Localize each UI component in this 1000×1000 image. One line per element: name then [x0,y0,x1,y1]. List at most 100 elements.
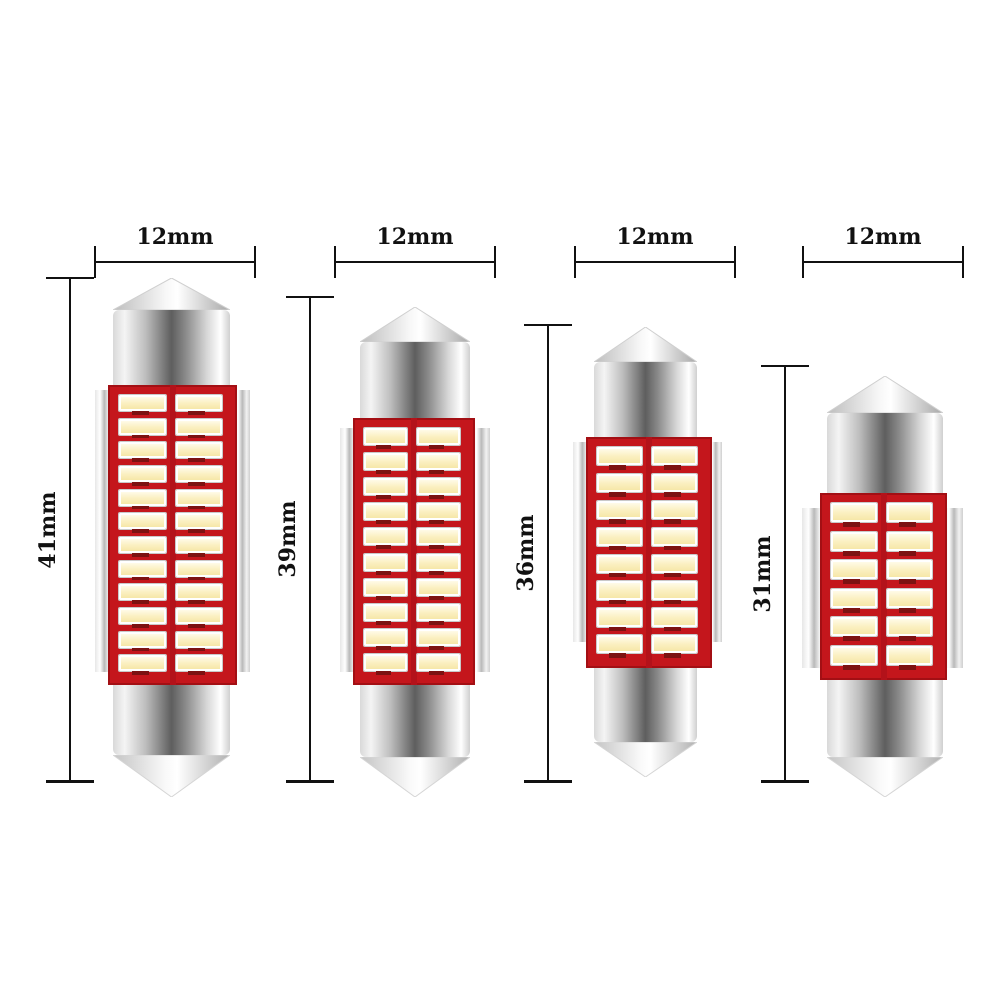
smd-led-chip [175,513,222,530]
bulb-top-tip-icon [112,277,231,311]
smd-led-chip [652,500,697,520]
bulb-bottom-tip-icon [825,756,945,798]
solder-pad [428,595,445,600]
smd-led-chip [119,466,166,483]
heatsink-fin-right [471,428,490,672]
smd-led-chip [417,428,460,446]
smd-led-chip [364,528,407,546]
solder-pad [898,550,916,556]
smd-led-chip [119,631,166,648]
width-label: 12mm [376,224,454,250]
solder-pad [131,647,149,652]
smd-led-chip [175,560,222,577]
smd-led-chip [831,531,877,551]
smd-led-chip [886,588,932,608]
solder-pad [609,599,626,605]
solder-pad [428,545,445,550]
solder-pad [131,553,149,557]
solder-pad [375,645,392,650]
smd-led-chip [597,635,642,654]
width-tick-right [254,246,256,278]
smd-led-chip [119,584,166,601]
length-label: 31mm [750,534,776,613]
length-tick-top [286,296,334,298]
smd-led-chip [417,528,460,546]
solder-pad [375,670,392,675]
length-tick-bottom [524,780,572,783]
solder-pad [428,620,445,625]
smd-led-chip [119,442,166,459]
length-dimension-line [309,297,311,781]
solder-pad [375,445,392,450]
smd-led-chip [831,560,877,580]
smd-led-chip [175,418,222,435]
smd-led-chip [364,453,407,471]
smd-led-chip [417,653,460,671]
length-dimension-line [547,325,549,781]
solder-pad [188,529,206,533]
smd-led-chip [175,537,222,554]
solder-pad [898,664,916,670]
width-tick-right [734,246,736,278]
smd-led-chip [175,466,222,483]
heatsink-fin-right [943,508,963,668]
solder-pad [428,645,445,650]
solder-pad [664,599,681,605]
smd-led-chip [652,554,697,573]
solder-pad [375,595,392,600]
smd-led-chip [119,418,166,435]
smd-led-chip [175,489,222,506]
solder-pad [188,482,206,486]
solder-pad [375,470,392,475]
smd-led-chip [119,489,166,506]
solder-pad [609,465,626,470]
solder-pad [664,545,681,551]
smd-led-chip [175,442,222,459]
solder-pad [188,671,206,675]
solder-pad [843,664,861,670]
smd-led-chip [652,581,697,600]
solder-pad [843,550,861,556]
smd-led-chip [831,588,877,608]
smd-led-chip [597,581,642,600]
smd-led-chip [119,608,166,625]
width-tick-right [494,246,496,278]
length-tick-bottom [46,780,94,783]
solder-pad [375,620,392,625]
smd-led-chip [831,503,877,523]
solder-pad [664,465,681,470]
length-label: 39mm [275,500,301,578]
width-dimension-line [335,261,495,263]
smd-led-chip [831,645,877,665]
solder-pad [664,626,681,632]
smd-led-chip [652,447,697,466]
width-dimension-line [803,261,963,263]
solder-pad [375,545,392,550]
smd-led-chip [364,503,407,521]
solder-pad [375,570,392,575]
width-tick-left [334,246,336,278]
smd-led-chip [364,478,407,496]
smd-led-chip [652,473,697,493]
led-circuit-board [108,385,237,685]
pcb-trace [169,385,176,685]
solder-pad [609,545,626,551]
smd-led-chip [119,560,166,577]
bulb-bottom-tip-icon [592,741,699,778]
smd-led-chip [119,537,166,554]
bulb-top-tip-icon [825,375,945,414]
solder-pad [843,522,861,528]
heatsink-fin-left [340,428,357,672]
solder-pad [898,636,916,642]
solder-pad [131,576,149,581]
smd-led-chip [597,527,642,546]
smd-led-chip [417,628,460,646]
length-dimension-line [784,366,786,781]
smd-led-chip [364,653,407,671]
bulb-top-cap [113,310,230,385]
smd-led-chip [417,603,460,621]
length-dimension-line [69,278,71,781]
smd-led-chip [652,608,697,627]
length-tick-top [524,324,572,326]
length-tick-top [46,277,94,279]
